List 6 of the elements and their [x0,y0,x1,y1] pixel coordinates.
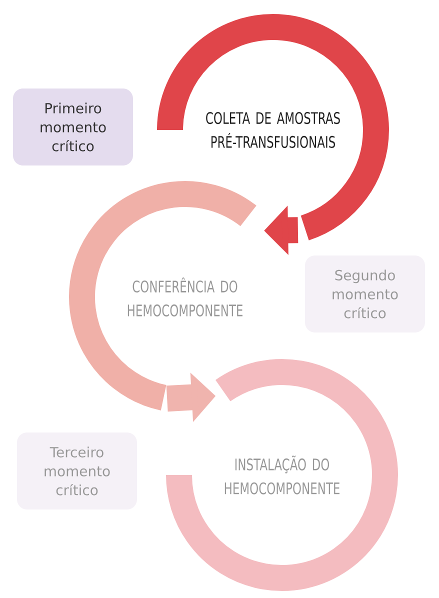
label-box: Primeiro momento crítico [13,88,133,166]
label-box: Segundo momento crítico [305,256,425,332]
ring-band: CONFERÊNCIA DO HEMOCOMPONENTE [69,181,256,410]
ring-band: COLETA DE AMOSTRAS PRÉ-TRANSFUSIONAIS [157,14,389,240]
label-box: Terceiro momento crítico [17,432,137,510]
ring-band: INSTALAÇÃO DO HEMOCOMPONENTE [166,359,398,591]
